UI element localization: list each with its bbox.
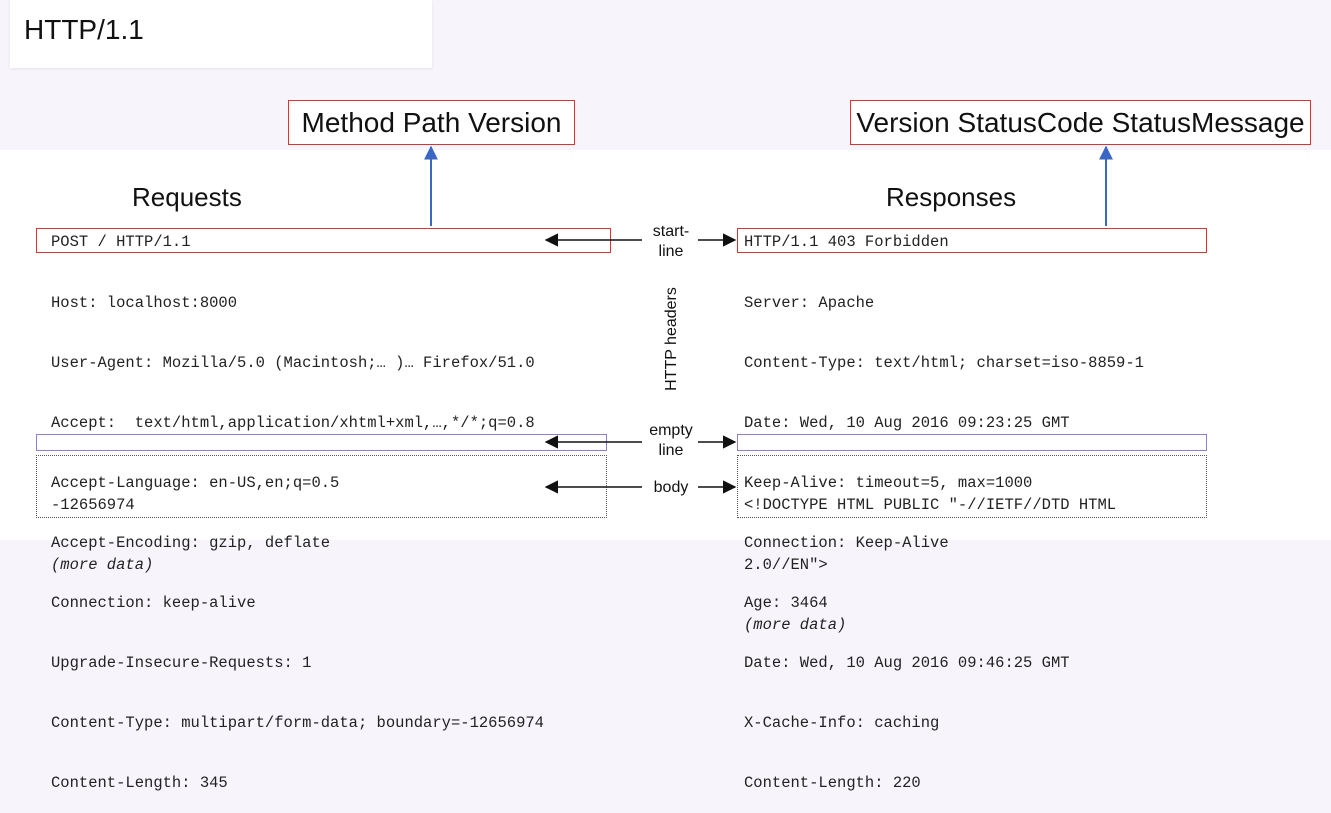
response-start-callout: Version StatusCode StatusMessage bbox=[850, 100, 1311, 145]
response-start-line: HTTP/1.1 403 Forbidden bbox=[744, 233, 949, 251]
response-body-line: (more data) bbox=[744, 616, 847, 634]
request-body-line: -12656974 bbox=[51, 496, 135, 514]
empty-line-label-2: line bbox=[658, 442, 684, 459]
diagram-panel bbox=[0, 150, 1331, 540]
response-header-line: Date: Wed, 10 Aug 2016 09:23:25 GMT bbox=[744, 414, 1070, 432]
response-body-line: <!DOCTYPE HTML PUBLIC "-//IETF//DTD HTML bbox=[744, 496, 1117, 514]
response-header-line: Keep-Alive: timeout=5, max=1000 bbox=[744, 474, 1033, 492]
response-header-line: Date: Wed, 10 Aug 2016 09:46:25 GMT bbox=[744, 654, 1070, 672]
request-header-line: User-Agent: Mozilla/5.0 (Macintosh;… )… … bbox=[51, 354, 535, 372]
empty-line-label-1: empty bbox=[649, 422, 693, 439]
response-empty-line-box bbox=[737, 434, 1207, 451]
body-label: body bbox=[653, 479, 689, 496]
request-header-line: Connection: keep-alive bbox=[51, 594, 256, 612]
response-body-box bbox=[737, 455, 1207, 518]
response-header-line: Connection: Keep-Alive bbox=[744, 534, 949, 552]
response-start-callout-text: Version StatusCode StatusMessage bbox=[856, 106, 1305, 138]
response-header-line: Server: Apache bbox=[744, 294, 875, 312]
request-header-line: Host: localhost:8000 bbox=[51, 294, 238, 312]
response-header-line: Content-Type: text/html; charset=iso-885… bbox=[744, 354, 1144, 372]
start-line-label-2: line bbox=[658, 243, 684, 260]
request-start-line: POST / HTTP/1.1 bbox=[51, 233, 191, 251]
request-header-line: Content-Type: multipart/form-data; bound… bbox=[51, 714, 544, 732]
arrows-overlay bbox=[424, 145, 1113, 494]
request-header-line: Upgrade-Insecure-Requests: 1 bbox=[51, 654, 312, 672]
request-header-line: Content-Length: 345 bbox=[51, 774, 228, 792]
request-header-line: Accept: text/html,application/xhtml+xml,… bbox=[51, 414, 535, 432]
request-start-callout-text: Method Path Version bbox=[301, 106, 562, 138]
requests-heading: Requests bbox=[132, 182, 242, 212]
response-header-line: X-Cache-Info: caching bbox=[744, 714, 940, 732]
request-start-callout: Method Path Version bbox=[288, 100, 575, 145]
slide-title: HTTP/1.1 bbox=[24, 14, 144, 45]
start-line-label: start- line bbox=[636, 222, 706, 262]
start-line-label-1: start- bbox=[652, 223, 690, 240]
title-card: HTTP/1.1 bbox=[10, 0, 432, 68]
response-start-line-box bbox=[737, 228, 1207, 253]
request-header-line: Accept-Encoding: gzip, deflate bbox=[51, 534, 331, 552]
response-header-line: Content-Length: 220 bbox=[744, 774, 921, 792]
request-header-line: Accept-Language: en-US,en;q=0.5 bbox=[51, 474, 340, 492]
empty-line-label: empty line bbox=[636, 421, 706, 461]
responses-heading: Responses bbox=[886, 182, 1017, 212]
